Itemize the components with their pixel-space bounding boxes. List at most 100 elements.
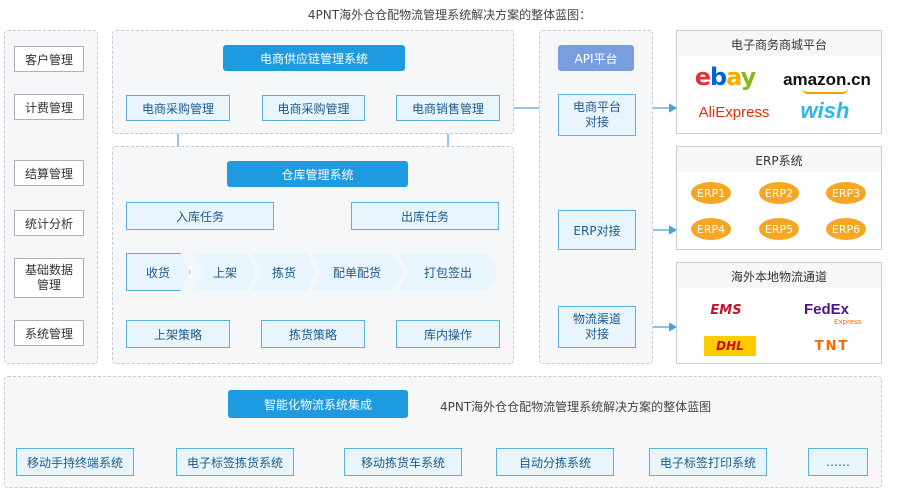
menu-billing[interactable]: 计费管理: [14, 94, 84, 120]
ebay-logo-icon: ebay: [694, 63, 757, 91]
api-title-text: API平台: [574, 51, 618, 66]
api-title: API平台: [558, 45, 634, 71]
api-erp-box[interactable]: ERP对接: [558, 210, 636, 250]
integration-title: 智能化物流系统集成: [228, 390, 408, 418]
amazon-logo-text: amazon.cn: [783, 70, 871, 89]
ebay-logo[interactable]: ebay: [690, 62, 760, 92]
integ-item-more-label: ……: [826, 455, 850, 469]
left-menu-panel: [4, 30, 98, 364]
in-warehouse-ops-box[interactable]: 库内操作: [396, 320, 500, 348]
menu-customer-label: 客户管理: [24, 52, 73, 67]
api-logistics-box[interactable]: 物流渠道 对接: [558, 306, 636, 348]
erp-item-1[interactable]: ERP1: [691, 182, 731, 204]
integ-item-elabel-pick-label: 电子标签拣货系统: [186, 455, 283, 470]
in-warehouse-ops-label: 库内操作: [423, 327, 472, 342]
tnt-logo-text: TNT: [814, 338, 850, 354]
flow-step-receive[interactable]: 收货: [126, 253, 190, 291]
wish-logo-text: wish: [800, 98, 850, 123]
erp-item-3[interactable]: ERP3: [826, 182, 866, 204]
warehouse-title-text: 仓库管理系统: [281, 167, 354, 182]
dhl-logo-text: DHL: [716, 339, 744, 353]
supply-chain-title: 电商供应链管理系统: [223, 45, 405, 71]
erp-item-2[interactable]: ERP2: [759, 182, 799, 204]
flow-step-putaway-label: 上架: [212, 265, 237, 280]
fedex-express-text: Express: [834, 318, 862, 326]
page-title: 4PNT海外仓仓配物流管理系统解决方案的整体蓝图：: [307, 8, 592, 22]
integ-item-elabel-print[interactable]: 电子标签打印系统: [649, 448, 767, 476]
integ-item-pick-cart-label: 移动拣货车系统: [360, 455, 445, 470]
api-ecommerce-label: 电商平台 对接: [572, 100, 621, 129]
tnt-logo[interactable]: TNT: [806, 336, 858, 356]
amazon-logo[interactable]: amazon.cn: [782, 66, 872, 94]
erp-item-1-label: ERP1: [696, 186, 726, 200]
erp-item-5-label: ERP5: [764, 222, 794, 236]
erp-item-3-label: ERP3: [831, 186, 861, 200]
menu-settlement-label: 结算管理: [24, 166, 73, 181]
flow-step-allocate[interactable]: 配单配货: [311, 253, 403, 291]
flow-step-pack[interactable]: 打包签出: [398, 253, 498, 291]
wish-logo[interactable]: wish: [790, 96, 860, 126]
sc-sales-label: 电商销售管理: [411, 101, 484, 116]
logistics-panel-title: 海外本地物流通道: [730, 270, 827, 284]
erp-item-6-label: ERP6: [831, 222, 861, 236]
warehouse-title: 仓库管理系统: [227, 161, 408, 187]
menu-billing-label: 计费管理: [24, 100, 73, 115]
api-ecommerce-box[interactable]: 电商平台 对接: [558, 94, 636, 136]
api-logistics-label: 物流渠道 对接: [572, 312, 621, 341]
flow-step-putaway[interactable]: 上架: [193, 253, 257, 291]
inbound-task-box[interactable]: 入库任务: [126, 202, 274, 230]
menu-statistics[interactable]: 统计分析: [14, 210, 84, 236]
integration-title-text: 智能化物流系统集成: [263, 397, 372, 412]
erp-item-4-label: ERP4: [696, 222, 726, 236]
strategy-pick-label: 拣货策略: [288, 327, 337, 342]
integ-item-handheld[interactable]: 移动手持终端系统: [16, 448, 134, 476]
erp-item-6[interactable]: ERP6: [826, 218, 866, 240]
api-erp-label: ERP对接: [573, 223, 621, 238]
erp-item-2-label: ERP2: [764, 186, 794, 200]
flow-step-pack-label: 打包签出: [423, 265, 472, 280]
integ-item-elabel-pick[interactable]: 电子标签拣货系统: [176, 448, 294, 476]
dhl-logo[interactable]: DHL: [704, 336, 756, 356]
ems-logo-text: EMS: [710, 302, 742, 318]
amazon-smile-icon: [802, 88, 848, 94]
sc-purchase-label-2: 电商采购管理: [277, 101, 350, 116]
integ-item-elabel-print-label: 电子标签打印系统: [659, 455, 756, 470]
strategy-pick-box[interactable]: 拣货策略: [261, 320, 365, 348]
sc-sales-box[interactable]: 电商销售管理: [396, 95, 500, 121]
menu-system[interactable]: 系统管理: [14, 320, 84, 346]
integ-item-more[interactable]: ……: [808, 448, 868, 476]
menu-customer[interactable]: 客户管理: [14, 46, 84, 72]
aliexpress-logo[interactable]: AliExpress: [690, 98, 778, 126]
erp-item-5[interactable]: ERP5: [759, 218, 799, 240]
erp-panel-title: ERP系统: [755, 154, 803, 168]
menu-basedata[interactable]: 基础数据 管理: [14, 258, 84, 298]
inbound-task-label: 入库任务: [175, 209, 224, 224]
flow-step-allocate-label: 配单配货: [332, 265, 381, 280]
outbound-task-box[interactable]: 出库任务: [351, 202, 499, 230]
ecommerce-panel-title: 电子商务商城平台: [730, 38, 827, 52]
menu-statistics-label: 统计分析: [24, 216, 73, 231]
integration-caption: 4PNT海外仓仓配物流管理系统解决方案的整体蓝图: [440, 400, 712, 414]
menu-system-label: 系统管理: [24, 326, 73, 341]
flow-step-pick[interactable]: 拣货: [252, 253, 316, 291]
ems-logo[interactable]: EMS: [694, 302, 758, 318]
menu-settlement[interactable]: 结算管理: [14, 160, 84, 186]
menu-basedata-label: 基础数据 管理: [24, 263, 73, 292]
integ-item-handheld-label: 移动手持终端系统: [26, 455, 123, 470]
flow-step-receive-label: 收货: [145, 265, 170, 280]
strategy-putaway-box[interactable]: 上架策略: [126, 320, 230, 348]
outbound-task-label: 出库任务: [400, 209, 449, 224]
erp-item-4[interactable]: ERP4: [691, 218, 731, 240]
strategy-putaway-label: 上架策略: [153, 327, 202, 342]
integ-item-sorter-label: 自动分拣系统: [518, 455, 591, 470]
fedex-logo[interactable]: FedEx: [804, 301, 864, 319]
fedex-logo-text: FedEx: [804, 301, 850, 318]
integ-item-sorter[interactable]: 自动分拣系统: [496, 448, 614, 476]
sc-purchase-label-1: 电商采购管理: [141, 101, 214, 116]
integ-item-pick-cart[interactable]: 移动拣货车系统: [344, 448, 462, 476]
aliexpress-logo-text: AliExpress: [698, 103, 770, 121]
sc-purchase-box-2[interactable]: 电商采购管理: [262, 95, 365, 121]
sc-purchase-box-1[interactable]: 电商采购管理: [126, 95, 230, 121]
supply-chain-title-text: 电商供应链管理系统: [259, 51, 368, 66]
flow-step-pick-label: 拣货: [271, 265, 296, 280]
